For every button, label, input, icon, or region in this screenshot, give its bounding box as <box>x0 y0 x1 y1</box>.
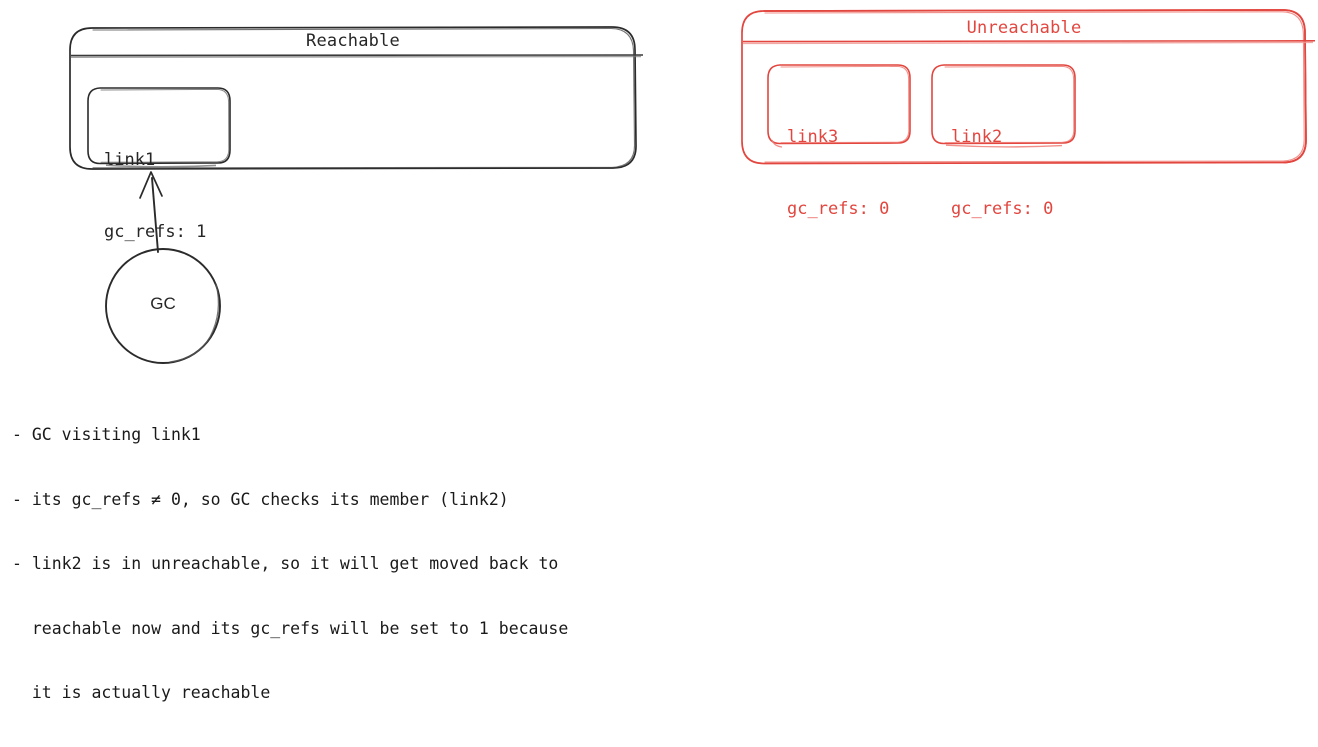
node-link1-name: link1 <box>104 150 156 170</box>
note-line-1: - GC visiting link1 <box>12 425 201 444</box>
node-link1-gcrefs: gc_refs: 1 <box>104 222 207 242</box>
node-link3[interactable]: link3 gc_refs: 0 <box>787 77 889 269</box>
diagram-canvas: Reachable Unreachable link1 gc_refs: 1 l… <box>12 9 1316 702</box>
unreachable-header-divider-overdraw <box>742 41 1314 45</box>
group-title-reachable: Reachable <box>306 31 400 51</box>
note-line-3: - link2 is in unreachable, so it will ge… <box>12 554 559 573</box>
node-link2[interactable]: link2 gc_refs: 0 <box>951 77 1053 269</box>
note-line-4: reachable now and its gc_refs will be se… <box>12 618 569 638</box>
node-link1[interactable]: link1 gc_refs: 1 <box>104 100 206 292</box>
gc-node-label: GC <box>150 294 176 313</box>
notes-block: - GC visiting link1 - its gc_refs ≠ 0, s… <box>12 381 568 747</box>
node-link2-gcrefs: gc_refs: 0 <box>951 199 1054 219</box>
node-link2-name: link2 <box>951 127 1003 147</box>
node-link3-name: link3 <box>787 127 839 147</box>
node-link3-underline-shadow <box>771 139 783 148</box>
group-title-unreachable: Unreachable <box>966 18 1082 38</box>
reachable-header-divider <box>70 54 644 57</box>
note-line-5: it is actually reachable <box>12 683 271 702</box>
node-link3-gcrefs: gc_refs: 0 <box>787 199 890 219</box>
unreachable-header-divider <box>742 40 1316 43</box>
reachable-header-divider-overdraw <box>70 55 642 58</box>
note-line-2: - its gc_refs ≠ 0, so GC checks its memb… <box>12 489 509 509</box>
